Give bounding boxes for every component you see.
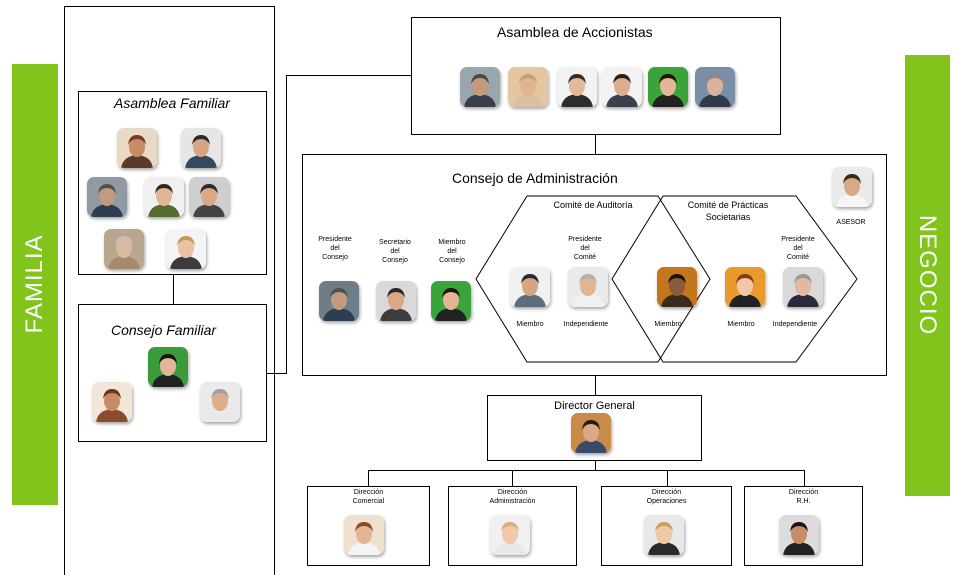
comite-auditoria-title: Comité de Auditoría [553, 200, 633, 210]
portrait-photo [510, 267, 550, 307]
portrait-photo [144, 177, 184, 217]
miembro-consejo-label: Miembro del Consejo [438, 239, 466, 264]
portrait-photo [200, 382, 240, 422]
portrait-photo [508, 67, 548, 107]
presidente-auditoria-label: Presidente del Comité [568, 236, 602, 261]
miembro-practicas-label: Miembro [727, 321, 755, 328]
connector [286, 75, 287, 374]
portrait-photo [779, 515, 819, 555]
connector [595, 460, 596, 470]
portrait-photo [117, 128, 157, 168]
portrait-photo [319, 281, 359, 321]
portrait-photo [725, 267, 765, 307]
portrait-photo [431, 281, 471, 321]
portrait-photo [832, 167, 872, 207]
presidente-practicas-label: Presidente del Comité [781, 236, 815, 261]
portrait-photo [376, 281, 416, 321]
comite-practicas-hexagon [611, 195, 858, 363]
connector [667, 470, 668, 486]
portrait-photo [344, 515, 384, 555]
portrait-photo [783, 267, 823, 307]
portrait-photo [166, 229, 206, 269]
connector [512, 470, 513, 486]
portrait-photo [695, 67, 735, 107]
connector [595, 134, 596, 154]
portrait-photo [104, 229, 144, 269]
consejo-administracion-title: Consejo de Administración [452, 170, 618, 186]
direccion-label: Dirección R.H. [788, 489, 819, 505]
portrait-photo [87, 177, 127, 217]
connector [368, 470, 804, 471]
family-column-right [274, 6, 275, 575]
familia-sidebar: FAMILIA [12, 64, 58, 505]
portrait-photo [490, 515, 530, 555]
portrait-photo [568, 267, 608, 307]
portrait-photo [189, 177, 229, 217]
miembro-compartido-label: Miembro [654, 321, 682, 328]
direccion-label: Dirección Administración [489, 489, 536, 505]
connector [368, 470, 369, 486]
portrait-photo [602, 67, 642, 107]
asesor-label: ASESOR [836, 219, 866, 226]
comite-practicas-title: Comité de Prácticas Societarias [687, 200, 769, 222]
presidente-consejo-label: Presidente del Consejo [318, 236, 352, 261]
secretario-consejo-label: Secretario del Consejo [379, 239, 411, 264]
portrait-photo [181, 128, 221, 168]
portrait-photo [148, 347, 188, 387]
consejo-familiar-title: Consejo Familiar [111, 322, 217, 338]
portrait-photo [92, 382, 132, 422]
portrait-photo [571, 413, 611, 453]
miembro-auditoria-label: Miembro [516, 321, 544, 328]
family-column-left [64, 6, 65, 575]
consejo-administracion-box [302, 154, 887, 376]
direccion-label: Dirección Operaciones [646, 489, 687, 505]
portrait-photo [648, 67, 688, 107]
connector [173, 274, 174, 304]
portrait-photo [657, 267, 697, 307]
negocio-sidebar: NEGOCIO [905, 55, 950, 496]
portrait-photo [644, 515, 684, 555]
family-column-top [64, 6, 275, 7]
portrait-photo [557, 67, 597, 107]
comite-auditoria-hexagon [475, 195, 711, 363]
direccion-label: Dirección Comercial [352, 489, 385, 505]
connector [804, 470, 805, 486]
connector [266, 373, 286, 374]
director-general-title: Director General [554, 400, 635, 412]
portrait-photo [460, 67, 500, 107]
independiente-auditoria-label: Independiente [563, 321, 609, 328]
connector [286, 75, 411, 76]
asamblea-accionistas-title: Asamblea de Accionistas [497, 24, 653, 40]
asamblea-familiar-title: Asamblea Familiar [114, 95, 230, 111]
independiente-practicas-label: Independiente [772, 321, 818, 328]
connector [595, 376, 596, 396]
